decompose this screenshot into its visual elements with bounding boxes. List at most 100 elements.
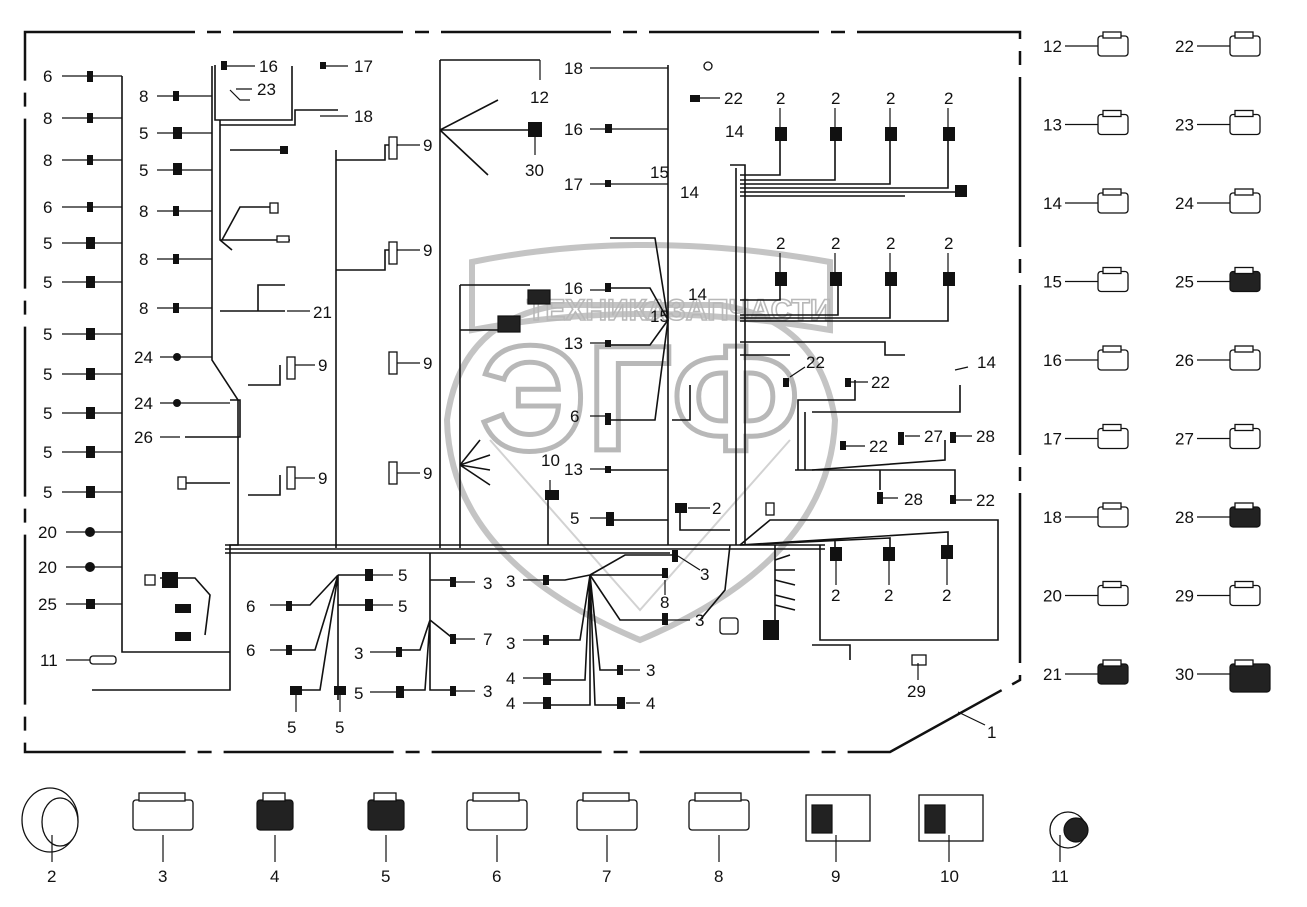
callout: 5 — [43, 443, 52, 462]
connector-6pin-icon — [1097, 31, 1129, 57]
legend-item-3: 3 — [132, 792, 194, 886]
callout: 9 — [318, 356, 327, 375]
callout: 17 — [564, 175, 583, 194]
callout: 2 — [831, 586, 840, 605]
connector-12pin-icon — [1229, 188, 1261, 214]
legend-label: 11 — [1051, 867, 1069, 886]
round-cap-connector-icon — [1049, 811, 1089, 849]
callout: 18 — [354, 107, 373, 126]
legend-item-13: 13 — [1043, 109, 1129, 136]
legend-item-12: 12 — [1043, 31, 1129, 57]
legend-item-5: 5 — [367, 792, 405, 886]
spade-terminal-icon — [1097, 188, 1129, 214]
callout: 2 — [776, 234, 785, 253]
legend-label: 12 — [1043, 37, 1062, 56]
legend-item-7: 7 — [576, 792, 638, 886]
callout: 5 — [43, 234, 52, 253]
callout: 16 — [259, 57, 278, 76]
legend-label: 15 — [1043, 273, 1062, 292]
connector-8pin-icon — [1097, 109, 1129, 136]
legend-label: 3 — [158, 867, 167, 886]
callout: 3 — [506, 572, 515, 591]
legend-label: 2 — [47, 867, 56, 886]
round-plug-icon — [1229, 345, 1261, 371]
legend-label: 6 — [492, 867, 501, 886]
legend-item-6: 6 — [466, 792, 528, 886]
callout: 9 — [423, 464, 432, 483]
legend-item-25: 25 — [1175, 266, 1261, 293]
legend-item-30: 30 — [1175, 659, 1271, 693]
callout: 12 — [530, 88, 549, 107]
callout: 28 — [976, 427, 995, 446]
connector-20pin-icon — [576, 792, 638, 831]
legend-item-23: 23 — [1175, 109, 1261, 136]
legend-label: 17 — [1043, 430, 1062, 449]
callout: 3 — [700, 565, 709, 584]
callout: 5 — [354, 684, 363, 703]
callout: 21 — [313, 303, 332, 322]
watermark: ЭГФ ТЕХНИКА ЗАПЧАСТИ — [443, 242, 839, 644]
callout: 2 — [944, 89, 953, 108]
legend-item-11: 11 — [1049, 811, 1089, 886]
legend-item-16: 16 — [1043, 345, 1129, 371]
callout: 3 — [646, 661, 655, 680]
callout: 5 — [398, 566, 407, 585]
callout: 30 — [525, 161, 544, 180]
callout: 5 — [43, 365, 52, 384]
callout: 2 — [884, 586, 893, 605]
callout: 23 — [257, 80, 276, 99]
legend-item-10: 10 — [918, 794, 984, 886]
legend-label: 18 — [1043, 508, 1062, 527]
callout: 6 — [43, 198, 52, 217]
legend-label: 4 — [270, 867, 279, 886]
legend-label: 26 — [1175, 351, 1194, 370]
connector-4pin-sealed-icon — [1229, 266, 1261, 293]
legend-item-21: 21 — [1043, 659, 1129, 685]
connector-3pin-sealed-icon — [1229, 580, 1261, 607]
callout-labels: 6 8 8 6 5 5 5 5 5 5 5 20 20 25 11 8 5 5 … — [38, 57, 996, 737]
callout: 3 — [354, 644, 363, 663]
callout: 29 — [907, 682, 926, 701]
legend-item-18: 18 — [1043, 502, 1129, 528]
callout: 3 — [483, 682, 492, 701]
callout: 16 — [564, 120, 583, 139]
callout: 20 — [38, 558, 57, 577]
callout: 7 — [483, 630, 492, 649]
legend-label: 13 — [1043, 116, 1062, 135]
legend-item-9: 9 — [805, 794, 871, 886]
callout: 22 — [724, 89, 743, 108]
callout: 2 — [942, 586, 951, 605]
callout: 8 — [139, 250, 148, 269]
legend-item-4: 4 — [256, 792, 294, 886]
callout: 5 — [139, 124, 148, 143]
connector-10pin-icon — [1097, 345, 1129, 371]
callout: 9 — [423, 354, 432, 373]
callout: 5 — [43, 483, 52, 502]
callout: 11 — [40, 651, 58, 670]
connector-12pin-b-icon — [688, 792, 750, 831]
connector-large-black-icon — [1229, 659, 1271, 693]
callout: 6 — [43, 67, 52, 86]
legend-label: 14 — [1043, 194, 1062, 213]
inline-connector-icon — [1229, 423, 1261, 450]
callout: 15 — [650, 307, 669, 326]
callout: 22 — [806, 353, 825, 372]
callout-harness: 1 — [987, 723, 996, 742]
connector-3pin-round-icon — [1097, 659, 1129, 685]
legend-label: 24 — [1175, 194, 1194, 213]
connector-6pin-b-icon — [1097, 580, 1129, 607]
legend-item-22: 22 — [1175, 31, 1261, 57]
legend-item-20: 20 — [1043, 580, 1129, 607]
legend-label: 9 — [831, 867, 840, 886]
watermark-right-text: ЗАПЧАСТИ — [667, 294, 831, 327]
callout: 22 — [976, 491, 995, 510]
callout: 16 — [564, 279, 583, 298]
connector-10pin-b-icon — [1097, 423, 1129, 450]
legend-label: 5 — [381, 867, 390, 886]
callout: 22 — [871, 373, 890, 392]
watermark-logo: ЭГФ — [480, 314, 800, 482]
callout: 9 — [318, 469, 327, 488]
callout: 2 — [831, 234, 840, 253]
